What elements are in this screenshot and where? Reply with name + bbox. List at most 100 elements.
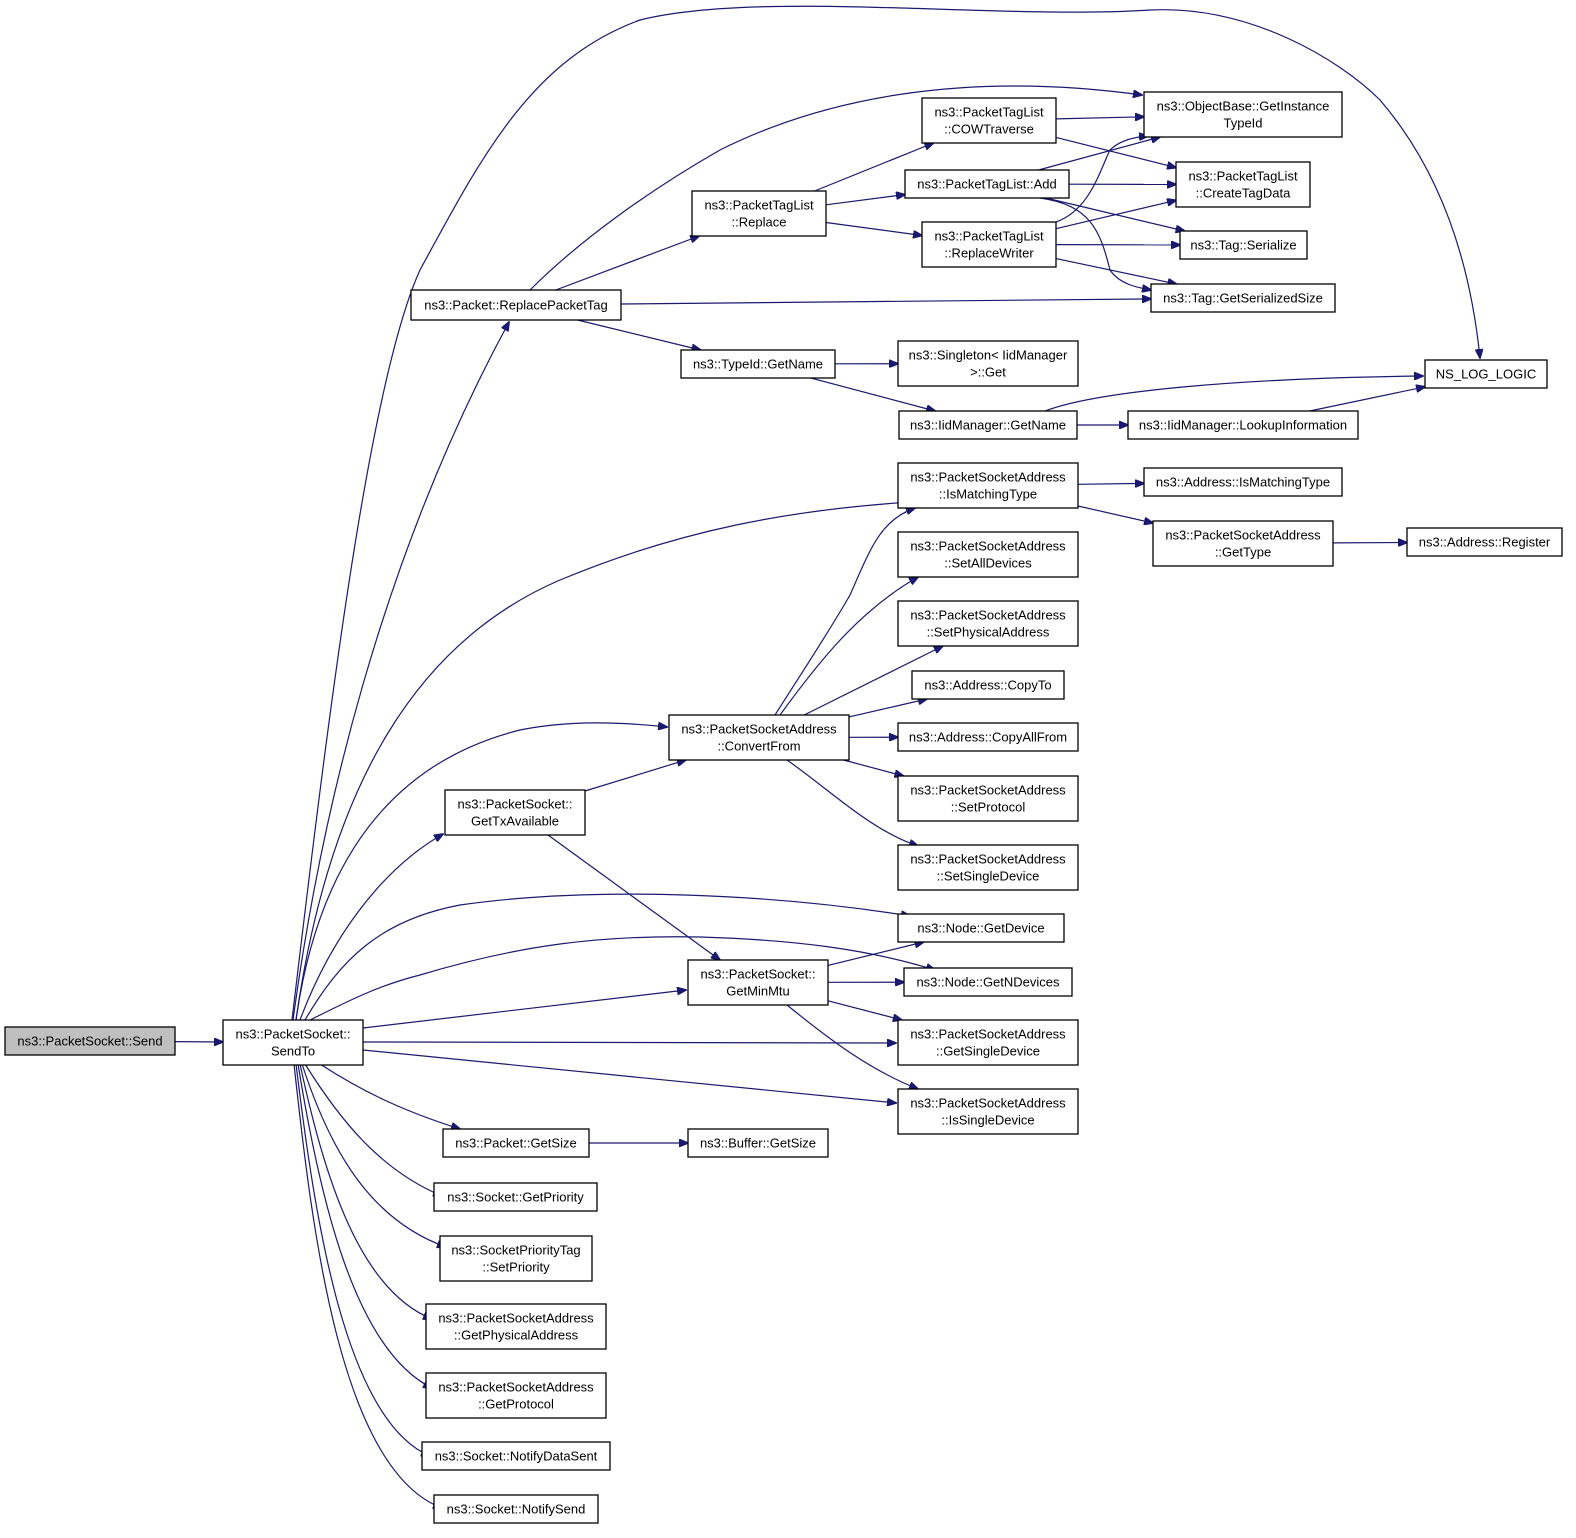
node-psa-setalldevices[interactable]: ns3::PacketSocketAddress::SetAllDevices [897,531,1079,578]
node-ptl-createtagdata[interactable]: ns3::PacketTagList::CreateTagData [1175,161,1311,208]
node-addr-copyallfrom[interactable]: ns3::Address::CopyAllFrom [897,722,1079,752]
node-label-line: ns3::PacketSocketAddress [910,539,1066,554]
node-box [897,600,1079,647]
node-psa-issingledevice[interactable]: ns3::PacketSocketAddress::IsSingleDevice [897,1088,1079,1135]
node-psa-getprotocol[interactable]: ns3::PacketSocketAddress::GetProtocol [425,1372,607,1419]
node-label-line: ns3::Address::Register [1419,535,1551,550]
node-label-line: SendTo [271,1044,315,1059]
edge-iid_lookup-to-ns_log_logic [1309,387,1425,412]
node-addr-copyto[interactable]: ns3::Address::CopyTo [911,670,1065,700]
edge-psa_ismatchingtype-to-addr_ismatchingtype [1077,483,1144,484]
node-node-getdevice[interactable]: ns3::Node::GetDevice [897,913,1065,943]
edge-psa_convertfrom-to-psa_setphysicaladdress [803,646,943,716]
node-box [1175,161,1311,208]
node-label-line: ns3::PacketSocketAddress [910,1096,1066,1111]
node-packet-getsize[interactable]: ns3::Packet::GetSize [442,1128,590,1158]
node-label-line: ::SetAllDevices [944,556,1032,571]
node-sendto[interactable]: ns3::PacketSocket::SendTo [222,1019,364,1066]
node-iid-getname[interactable]: ns3::IidManager::GetName [898,410,1078,440]
edges-layer [174,5,1480,1508]
node-buffer-getsize[interactable]: ns3::Buffer::GetSize [687,1128,829,1158]
node-label-line: ::SetPriority [482,1260,550,1275]
node-label-line: ns3::PacketTagList [704,198,814,213]
node-ptl-replace[interactable]: ns3::PacketTagList::Replace [691,190,827,237]
edge-psa_convertfrom-to-psa_setalldevices [779,577,918,716]
node-box [1127,410,1359,440]
node-label-line: ns3::PacketSocket::Send [17,1034,162,1049]
edge-sendto-to-psa_getsingledevice [362,1042,896,1043]
node-ptl-cowtraverse[interactable]: ns3::PacketTagList::COWTraverse [921,97,1057,144]
node-tag-serialize[interactable]: ns3::Tag::Serialize [1179,230,1308,260]
node-socket-notifydatasent[interactable]: ns3::Socket::NotifyDataSent [421,1441,611,1471]
node-label-line: ns3::PacketSocketAddress [1165,528,1321,543]
edge-sendto-to-ps_getminmtu [362,990,686,1029]
node-label-line: ns3::PacketSocketAddress [438,1311,594,1326]
node-box [897,722,1079,752]
edge-sendto-to-spt_setpriority [301,1063,446,1247]
node-psa-setprotocol[interactable]: ns3::PacketSocketAddress::SetProtocol [897,775,1079,822]
edge-iid_getname-to-ns_log_logic [1044,376,1423,412]
node-node-getndevices[interactable]: ns3::Node::GetNDevices [903,967,1073,997]
node-send[interactable]: ns3::PacketSocket::Send [4,1026,176,1056]
node-singleton-get[interactable]: ns3::Singleton< IidManager>::Get [897,340,1079,387]
node-box [425,1372,607,1419]
node-label-line: GetMinMtu [726,984,790,999]
edge-sendto-to-node_getdevice [304,893,910,1021]
node-ps-gettxavailable[interactable]: ns3::PacketSocket::GetTxAvailable [444,789,586,836]
node-label-line: ns3::IidManager::LookupInformation [1139,418,1347,433]
node-label-line: ns3::PacketSocketAddress [910,608,1066,623]
node-tag-getserializedsize[interactable]: ns3::Tag::GetSerializedSize [1150,283,1336,313]
node-label-line: ::IsMatchingType [939,487,1037,502]
node-psa-setphysicaladdress[interactable]: ns3::PacketSocketAddress::SetPhysicalAdd… [897,600,1079,647]
node-box [425,1303,607,1350]
node-label-line: ::SetProtocol [951,800,1026,815]
node-label-line: ns3::Address::CopyTo [924,678,1051,693]
node-ptl-replacewriter[interactable]: ns3::PacketTagList::ReplaceWriter [921,221,1057,268]
edge-ptl_replacewriter-to-tag_getserializedsize [1055,258,1177,284]
node-addr-ismatchingtype[interactable]: ns3::Address::IsMatchingType [1143,467,1343,497]
node-box [904,169,1070,199]
node-psa-getsingledevice[interactable]: ns3::PacketSocketAddress::GetSingleDevic… [897,1019,1079,1066]
node-label-line: ::SetPhysicalAddress [927,625,1050,640]
node-ns-log-logic[interactable]: NS_LOG_LOGIC [1424,359,1548,389]
edge-sendto-to-replacepackettag [292,322,509,1021]
node-label-line: NS_LOG_LOGIC [1436,367,1536,382]
node-psa-getphysicaladdress[interactable]: ns3::PacketSocketAddress::GetPhysicalAdd… [425,1303,607,1350]
edge-sendto-to-ps_gettxavailable [299,834,443,1021]
edge-ptl_add-to-tag_getserializedsize [1039,197,1151,290]
node-label-line: ns3::Tag::Serialize [1190,238,1296,253]
node-psa-gettype[interactable]: ns3::PacketSocketAddress::GetType [1152,520,1334,567]
edge-ptl_replace-to-ptl_replacewriter [825,221,922,236]
node-spt-setpriority[interactable]: ns3::SocketPriorityTag::SetPriority [439,1235,593,1282]
node-psa-convertfrom[interactable]: ns3::PacketSocketAddress::ConvertFrom [668,714,850,761]
edge-replacepackettag-to-objectbase [529,85,1142,291]
node-psa-setsingledevice[interactable]: ns3::PacketSocketAddress::SetSingleDevic… [897,844,1079,891]
edge-ptl_replacewriter-to-objectbase [1055,136,1148,223]
node-iid-lookup[interactable]: ns3::IidManager::LookupInformation [1127,410,1359,440]
node-psa-ismatchingtype[interactable]: ns3::PacketSocketAddress::IsMatchingType [897,462,1079,509]
node-label-line: ns3::PacketTagList::Add [917,177,1056,192]
node-replacepackettag[interactable]: ns3::Packet::ReplacePacketTag [410,289,622,321]
node-box [897,1088,1079,1135]
node-typeid-getname[interactable]: ns3::TypeId::GetName [680,349,836,379]
edge-ps_gettxavailable-to-psa_convertfrom [584,760,686,792]
node-ptl-add[interactable]: ns3::PacketTagList::Add [904,169,1070,199]
node-label-line: ns3::Socket::GetPriority [447,1190,584,1205]
node-box [668,714,850,761]
node-socket-notifysend[interactable]: ns3::Socket::NotifySend [433,1494,599,1524]
node-box [433,1182,598,1212]
node-addr-register[interactable]: ns3::Address::Register [1406,527,1563,557]
edge-sendto-to-psa_ismatchingtype [295,502,910,1021]
node-label-line: ns3::PacketTagList [934,105,1044,120]
edge-sendto-to-psa_issingledevice [362,1049,896,1103]
edge-ptl_add-to-objectbase [1038,137,1161,171]
node-box [691,190,827,237]
node-ps-getminmtu[interactable]: ns3::PacketSocket::GetMinMtu [687,959,829,1006]
node-label-line: ns3::Packet::GetSize [455,1136,576,1151]
node-box [1143,91,1343,138]
node-socket-getpriority[interactable]: ns3::Socket::GetPriority [433,1182,598,1212]
node-box [921,221,1057,268]
node-box [687,1128,829,1158]
